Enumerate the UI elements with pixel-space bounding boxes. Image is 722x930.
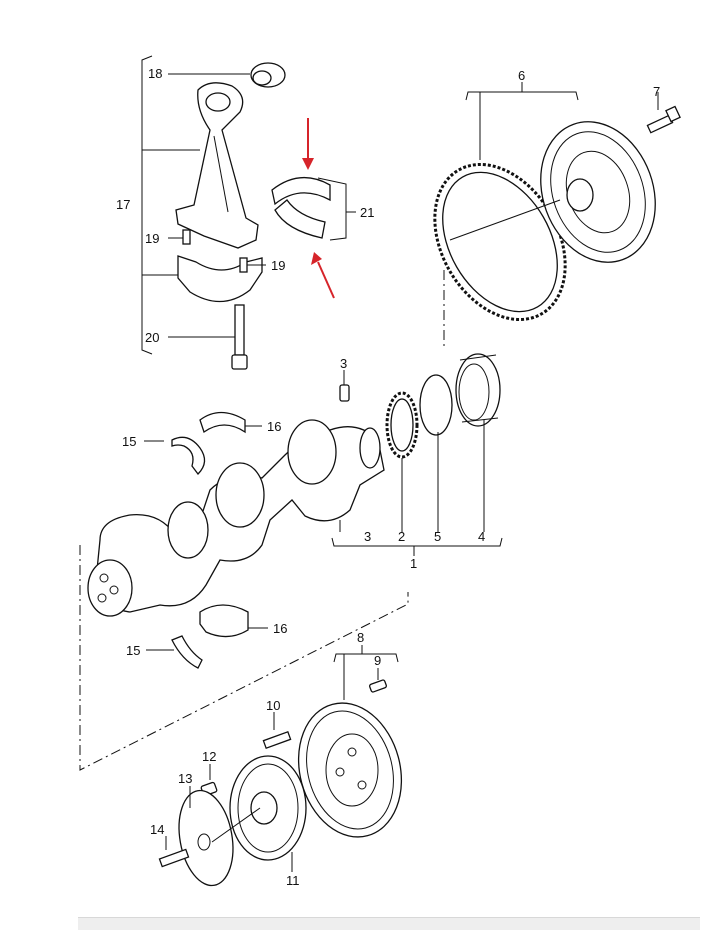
pin-9 <box>369 679 387 693</box>
label-7: 7 <box>653 84 660 99</box>
label-18: 18 <box>148 66 162 81</box>
bolt-14 <box>158 848 190 868</box>
label-13: 13 <box>178 771 192 786</box>
highlight-arrow-bottom <box>317 261 335 299</box>
label-20: 20 <box>145 330 159 345</box>
label-21: 21 <box>360 205 374 220</box>
bracket-6 <box>465 91 579 101</box>
label-14: 14 <box>150 822 164 837</box>
key-3 <box>339 384 350 402</box>
bearing-shell-16b <box>199 604 249 638</box>
label-15-lower: 15 <box>126 643 140 658</box>
main-bearings-upper <box>144 411 262 475</box>
seal-4 <box>455 353 501 427</box>
dowel-19b <box>239 257 248 273</box>
label-19b: 19 <box>271 258 285 273</box>
bracket-17 <box>141 55 153 355</box>
footer-strip <box>78 917 700 930</box>
rod-bolt-20 <box>234 304 245 356</box>
label-10: 10 <box>266 698 280 713</box>
label-12: 12 <box>202 749 216 764</box>
label-16-lower: 16 <box>273 621 287 636</box>
thrust-washer-15b <box>171 635 203 669</box>
bracket-1 <box>331 537 503 547</box>
label-6: 6 <box>518 68 525 83</box>
bracket-8 <box>333 653 399 663</box>
crankshaft <box>87 419 385 617</box>
bracket-21 <box>317 177 347 241</box>
crank-end-parts <box>331 353 503 556</box>
label-3-top: 3 <box>340 356 347 371</box>
label-9: 9 <box>374 653 381 668</box>
label-8: 8 <box>357 630 364 645</box>
gear-hub <box>540 121 656 263</box>
label-1: 1 <box>410 556 417 571</box>
connecting-rod-assembly <box>141 55 286 370</box>
label-17: 17 <box>116 197 130 212</box>
dashed-frame <box>79 545 409 771</box>
o-ring-5 <box>419 374 453 436</box>
label-4: 4 <box>478 529 485 544</box>
pulley-assembly <box>158 645 403 887</box>
label-2: 2 <box>398 529 405 544</box>
bearing-shell-21 <box>271 118 356 299</box>
label-16-upper: 16 <box>267 419 281 434</box>
label-15-upper: 15 <box>122 434 136 449</box>
label-5: 5 <box>434 529 441 544</box>
part-labels: 18 17 19 19 20 21 6 7 3 16 15 3 2 5 4 1 … <box>116 66 660 888</box>
main-bearings-lower <box>146 604 268 669</box>
bearing-shell-16a <box>199 411 246 434</box>
washer-13 <box>178 789 234 887</box>
dowel-19a <box>182 229 191 245</box>
bolt-10 <box>262 730 292 750</box>
label-11: 11 <box>286 873 300 888</box>
rod-cap <box>177 255 263 303</box>
label-19a: 19 <box>145 231 159 246</box>
drive-gear-assembly <box>433 82 681 350</box>
thrust-washer-15a <box>171 436 206 475</box>
label-3-bottom: 3 <box>364 529 371 544</box>
bolt-7 <box>646 105 681 134</box>
connecting-rod <box>175 82 259 249</box>
